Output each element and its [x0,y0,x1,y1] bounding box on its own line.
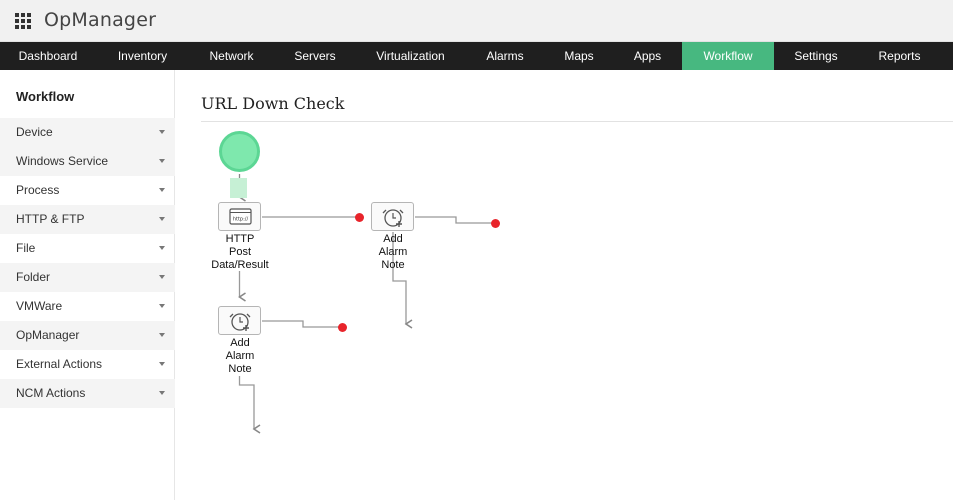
sidebar-item-file[interactable]: File [0,234,175,263]
http-icon: http:// [229,208,252,225]
chevron-down-icon [159,159,165,163]
page-title: URL Down Check [201,94,345,113]
app-title[interactable]: OpManager [44,9,157,31]
nav-servers[interactable]: Servers [294,49,336,63]
chevron-down-icon [159,246,165,250]
failure-endpoint-dot[interactable] [338,323,347,332]
add-alarm-note-node[interactable] [371,202,414,231]
sidebar-item-vmware[interactable]: VMWare [0,292,175,321]
sidebar-item-label: External Actions [16,357,103,371]
alarm-add-icon [229,313,251,331]
sidebar-item-label: NCM Actions [16,386,86,400]
add-alarm-note-node[interactable] [218,306,261,335]
sidebar-item-windows-service[interactable]: Windows Service [0,147,175,176]
chevron-down-icon [159,304,165,308]
sidebar-item-opmanager[interactable]: OpManager [0,321,175,350]
sidebar-item-label: OpManager [16,328,80,342]
workflow-start-node[interactable] [219,131,260,172]
chevron-down-icon [159,275,165,279]
sidebar-item-label: HTTP & FTP [16,212,85,226]
workflow-editor: URL Down Check [176,70,953,500]
nav-alarms[interactable]: Alarms [486,49,524,63]
chevron-down-icon [159,217,165,221]
failure-endpoint-dot[interactable] [355,213,364,222]
sidebar-item-folder[interactable]: Folder [0,263,175,292]
nav-maps[interactable]: Maps [564,49,594,63]
nav-inventory[interactable]: Inventory [117,49,168,63]
app-header: OpManager [0,0,953,42]
apps-grid-icon[interactable] [15,13,32,30]
title-divider [201,121,953,122]
nav-network[interactable]: Network [209,49,254,63]
sidebar-item-label: Windows Service [16,154,109,168]
nav-workflow[interactable]: Workflow [682,42,774,70]
sidebar-item-process[interactable]: Process [0,176,175,205]
sidebar: Workflow Device Windows Service Process … [0,70,175,500]
nav-dashboard[interactable]: Dashboard [18,49,78,63]
failure-endpoint-dot[interactable] [491,219,500,228]
nav-virtualization[interactable]: Virtualization [376,49,445,63]
sidebar-item-external-actions[interactable]: External Actions [0,350,175,379]
main-nav: Dashboard Inventory Network Servers Virt… [0,42,953,70]
sidebar-item-label: Folder [16,270,51,284]
sidebar-item-label: Process [16,183,60,197]
chevron-down-icon [159,362,165,366]
sidebar-title: Workflow [16,89,75,104]
nav-apps[interactable]: Apps [633,49,662,63]
sidebar-item-http-ftp[interactable]: HTTP & FTP [0,205,175,234]
chevron-down-icon [159,188,165,192]
chevron-down-icon [159,333,165,337]
sidebar-item-label: File [16,241,36,255]
sidebar-item-label: VMWare [16,299,63,313]
http-post-node[interactable]: http:// [218,202,261,231]
sidebar-item-ncm-actions[interactable]: NCM Actions [0,379,175,408]
svg-text:http://: http:// [233,217,249,223]
sidebar-item-label: Device [16,125,53,139]
nav-settings[interactable]: Settings [794,49,838,63]
chevron-down-icon [159,130,165,134]
sidebar-item-device[interactable]: Device [0,118,175,147]
alarm-add-icon [382,209,404,227]
chevron-down-icon [159,391,165,395]
nav-reports[interactable]: Reports [878,49,921,63]
